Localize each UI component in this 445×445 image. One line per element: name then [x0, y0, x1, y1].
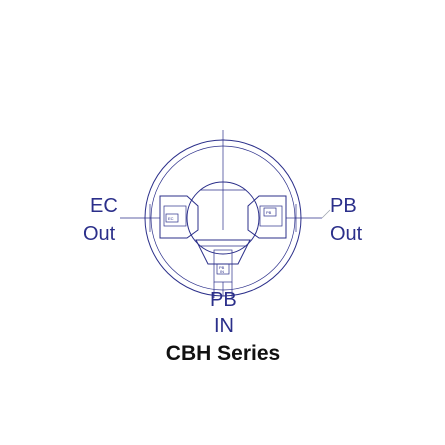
top-pilot-line: [221, 130, 225, 186]
svg-text:PB: PB: [219, 265, 225, 270]
svg-text:PB: PB: [210, 289, 237, 311]
svg-text:PB: PB: [266, 210, 272, 215]
bottom-cartridge: PB IN: [195, 239, 251, 296]
svg-text:Out: Out: [83, 223, 116, 245]
central-element: [186, 181, 260, 255]
pb-in-label: PB IN: [210, 289, 237, 337]
ec-out-label: EC Out: [83, 195, 118, 245]
svg-text:EC: EC: [90, 195, 118, 217]
svg-text:EC: EC: [168, 216, 174, 221]
svg-text:PB: PB: [330, 195, 357, 217]
series-title: CBH Series: [166, 342, 280, 365]
leader-lines: [120, 209, 331, 219]
svg-text:IN: IN: [214, 315, 234, 337]
bottom-port-stem: [213, 282, 233, 298]
right-cartridge: PB: [247, 195, 297, 239]
svg-text:Out: Out: [330, 223, 363, 245]
pb-out-label: PB Out: [330, 195, 363, 245]
svg-text:IN: IN: [220, 269, 224, 274]
